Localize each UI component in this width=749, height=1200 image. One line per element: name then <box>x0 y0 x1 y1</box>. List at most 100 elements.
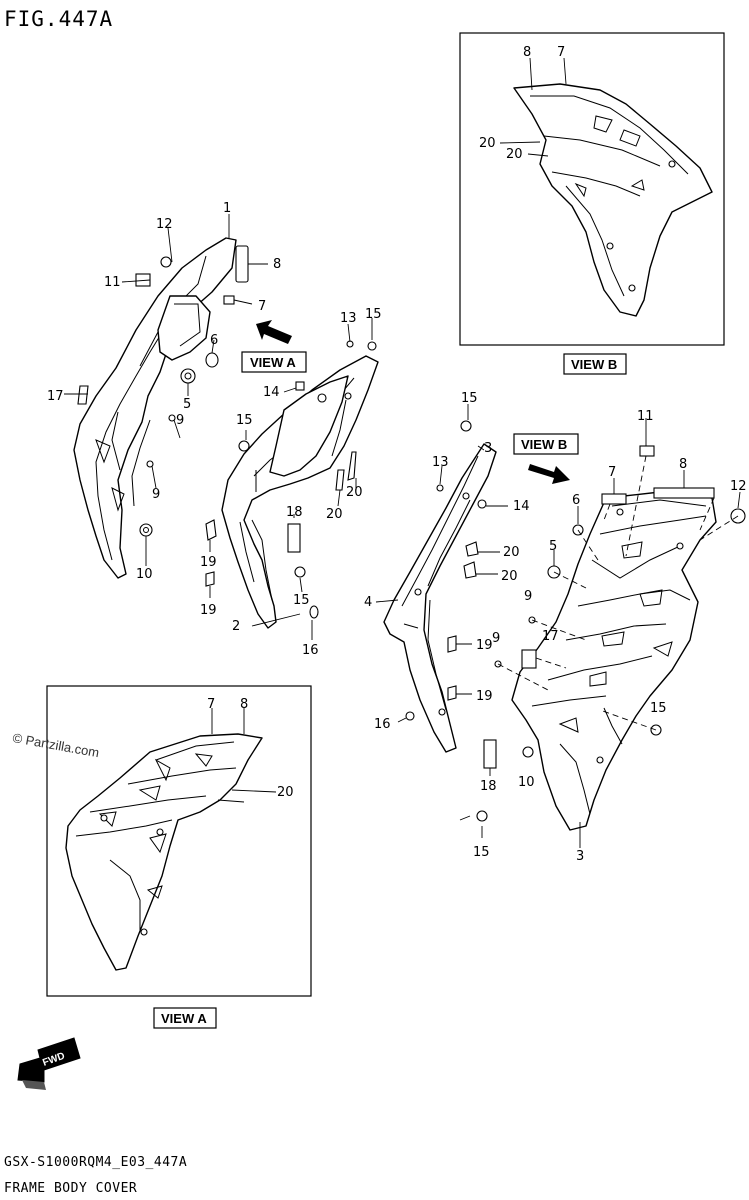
right-assembly-callouts: 15 3 13 14 4 20 20 19 19 16 18 15 <box>364 391 530 860</box>
screw-part-12 <box>160 256 172 268</box>
callout-9-d: 9 <box>492 631 500 646</box>
center-cover-assembly <box>205 318 379 640</box>
callout-6: 6 <box>210 333 218 348</box>
view-b-detail-box <box>459 32 725 346</box>
pad-part-8-b <box>653 487 715 499</box>
fwd-arrow-icon: FWD <box>17 1037 81 1090</box>
nut-part-11-b <box>639 445 655 457</box>
callout-20-b: 20 <box>326 507 343 522</box>
callout-9-a: 9 <box>176 413 184 428</box>
callout-20-viewa: 20 <box>277 785 294 800</box>
callout-13-b: 13 <box>432 455 449 470</box>
view-b-callouts: 8 7 20 20 <box>479 45 565 162</box>
view-a-pointer: VIEW A <box>241 320 307 373</box>
washer-part-10-b <box>522 746 534 758</box>
nut-part-15-bottom <box>294 566 306 578</box>
pad-part-17 <box>77 385 89 405</box>
callout-9-c: 9 <box>524 589 532 604</box>
figure-code: GSX-S1000RQM4_E03_447A <box>4 1155 187 1170</box>
watermark: © Partzilla.com <box>11 730 100 760</box>
view-b-frame <box>459 32 725 346</box>
pad-part-7-b <box>601 493 627 505</box>
callout-7: 7 <box>258 299 266 314</box>
callout-14-b: 14 <box>513 499 530 514</box>
nut-part-15-top <box>367 341 377 351</box>
view-a-label-bottom: VIEW A <box>161 1011 207 1026</box>
washer-part-5 <box>180 368 196 384</box>
pad-part-20-a <box>347 451 357 481</box>
callout-19-b: 19 <box>200 603 217 618</box>
clip-part-19-b <box>205 571 215 587</box>
clip-part-14 <box>295 381 305 391</box>
grommet-part-6 <box>205 352 219 368</box>
callout-15-e: 15 <box>473 845 490 860</box>
grommet-part-16-b <box>405 711 415 721</box>
callout-19-c: 19 <box>476 638 493 653</box>
callout-16: 16 <box>302 643 319 658</box>
callout-15-b: 15 <box>236 413 253 428</box>
pad-part-8 <box>235 245 249 283</box>
callout-15-f: 15 <box>650 701 667 716</box>
callout-9-b: 9 <box>152 487 160 502</box>
view-b-label-group: VIEW B <box>563 353 627 375</box>
view-a-label-box-bottom <box>153 1007 217 1029</box>
callout-8-viewb: 8 <box>523 45 531 60</box>
callout-19-d: 19 <box>476 689 493 704</box>
side-cover-part-2 <box>221 355 379 629</box>
pad-part-20-d <box>463 561 477 579</box>
pad-part-7 <box>223 295 235 305</box>
callout-5: 5 <box>183 397 191 412</box>
callout-7-viewb: 7 <box>557 45 565 60</box>
pad-part-20-b <box>335 469 345 491</box>
grommet-part-16 <box>309 605 319 619</box>
callout-20-viewb-b: 20 <box>506 147 523 162</box>
right-frame-cover-assembly <box>375 404 508 838</box>
callout-11-b: 11 <box>637 409 654 424</box>
arrow-down-right-icon <box>528 464 570 484</box>
view-a-callouts: 7 8 20 <box>207 697 294 800</box>
figure-title: FIG.447A <box>4 7 113 31</box>
callout-8-viewa: 8 <box>240 697 248 712</box>
left-assembly-callouts: 1 12 8 11 7 6 5 17 9 9 10 <box>47 201 281 582</box>
callout-6-b: 6 <box>572 493 580 508</box>
callout-20-d: 20 <box>501 569 518 584</box>
callout-11: 11 <box>104 275 121 290</box>
center-assembly-callouts: 13 15 14 15 20 20 18 19 19 15 2 16 <box>200 307 382 658</box>
view-a-label: VIEW A <box>250 355 296 370</box>
view-b-cover <box>513 83 713 317</box>
callout-19-a: 19 <box>200 555 217 570</box>
callout-3-a: 3 <box>484 441 492 456</box>
callout-20-a: 20 <box>346 485 363 500</box>
callout-7-viewa: 7 <box>207 697 215 712</box>
view-b-label-top: VIEW B <box>571 357 617 372</box>
callout-10: 10 <box>136 567 153 582</box>
view-a-frame <box>46 685 312 997</box>
callout-12-b: 12 <box>730 479 747 494</box>
view-a-label-box <box>241 351 307 373</box>
clip-part-19-c <box>447 635 457 653</box>
callout-10-b: 10 <box>518 775 535 790</box>
screw-part-13-b <box>436 484 444 492</box>
callout-12: 12 <box>156 217 173 232</box>
view-a-cover <box>65 733 263 971</box>
callout-8: 8 <box>273 257 281 272</box>
callout-3-b: 3 <box>576 849 584 864</box>
callout-4: 4 <box>364 595 372 610</box>
callout-13: 13 <box>340 311 357 326</box>
callout-8-b: 8 <box>679 457 687 472</box>
figure-caption: FRAME BODY COVER <box>4 1181 137 1196</box>
view-a-detail-box <box>46 685 312 997</box>
callout-2: 2 <box>232 619 240 634</box>
view-b-label-box <box>513 433 579 455</box>
washer-part-10 <box>139 523 153 537</box>
pad-part-18 <box>287 523 301 553</box>
view-a-label-group-bottom: VIEW A <box>153 1007 217 1029</box>
side-cover-part-2-insert <box>269 375 349 477</box>
side-cover-part-3 <box>511 491 717 831</box>
callout-18: 18 <box>286 505 303 520</box>
clip-part-14-b <box>477 499 487 509</box>
callout-17-b: 17 <box>542 629 559 644</box>
nut-part-15-e <box>476 810 488 822</box>
callout-14: 14 <box>263 385 280 400</box>
bolt-part-9-lower <box>146 460 154 468</box>
